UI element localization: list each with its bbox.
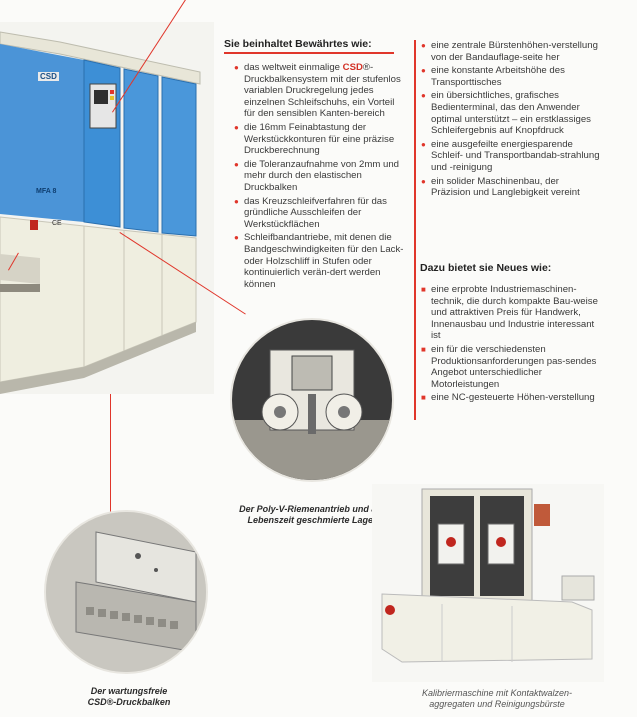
existing-feature-item: das weltweit einmalige CSD®-Druckbalkens… [234,62,406,120]
csd-beam-caption-line: Der wartungsfreie [90,686,168,696]
poly-v-caption-line: Der Poly-V-Riemenantrieb und auf [239,504,385,514]
existing-feature-item: eine zentrale Bürstenhöhen-verstellung v… [421,40,601,63]
existing-feature-item: die Toleranzaufnahme von 2mm und mehr du… [234,159,406,194]
csd-pressure-beam-illustration [46,512,206,672]
main-machine-illustration [0,31,201,394]
existing-feature-item: ein solider Maschinenbau, der Präzision … [421,176,601,199]
poly-v-caption-line: Lebenszeit geschmierte Lager [247,515,377,525]
new-feature-item: ein für die verschiedensten Produktionsa… [421,344,601,390]
existing-feature-item: eine ausgefeilte energiesparende Schleif… [421,139,601,174]
new-feature-item: eine erprobte Industriemaschinen-technik… [421,284,601,342]
existing-feature-item: eine konstante Arbeitshöhe des Transport… [421,65,601,88]
csd-beam-caption-line: CSD®-Druckbalken [87,697,171,707]
new-features-heading: Dazu bietet sie Neues wie: [420,262,552,274]
connector-line [110,394,111,514]
existing-features-heading: Sie beinhaltet Bewährtes wie: [224,38,372,50]
existing-feature-item: Schleifbandantriebe, mit denen die Bandg… [234,232,406,290]
poly-v-drive-photo [230,318,394,482]
column-divider [414,40,416,420]
calibration-caption-line: Kalibriermaschine mit Kontaktwalzen- [421,688,573,698]
existing-features-list: das weltweit einmalige CSD®-Druckbalkens… [234,62,406,292]
calibration-machine-illustration [381,488,595,663]
main-machine-photo: CSD MFA 8 CE [0,22,214,394]
calibration-caption: Kalibriermaschine mit Kontaktwalzen- agg… [392,688,602,710]
existing-feature-item: die 16mm Feinabtastung der Werkstückkont… [234,122,406,157]
new-feature-item: eine NC-gesteuerte Höhen-verstellung [421,392,601,404]
calibration-caption-line: aggregaten und Reinigungsbürste [429,699,565,709]
csd-pressure-beam-photo [44,510,208,674]
poly-v-drive-illustration [232,320,392,480]
machine-logo: CSD [38,72,59,81]
existing-feature-item: das Kreuzschleifverfahren für das gründl… [234,196,406,231]
calibration-machine-photo [372,484,604,682]
heading-underline [224,52,394,54]
new-features-list: eine erprobte Industriemaschinen-technik… [421,284,601,406]
poly-v-caption: Der Poly-V-Riemenantrieb und auf Lebensz… [222,504,402,526]
csd-beam-caption: Der wartungsfreie CSD®-Druckbalken [54,686,204,708]
existing-features-list-continued: eine zentrale Bürstenhöhen-verstellung v… [421,40,601,201]
ce-mark: CE [52,220,62,227]
machine-model-label: MFA 8 [36,188,57,195]
existing-feature-item: ein übersichtliches, grafisches Bediente… [421,90,601,136]
